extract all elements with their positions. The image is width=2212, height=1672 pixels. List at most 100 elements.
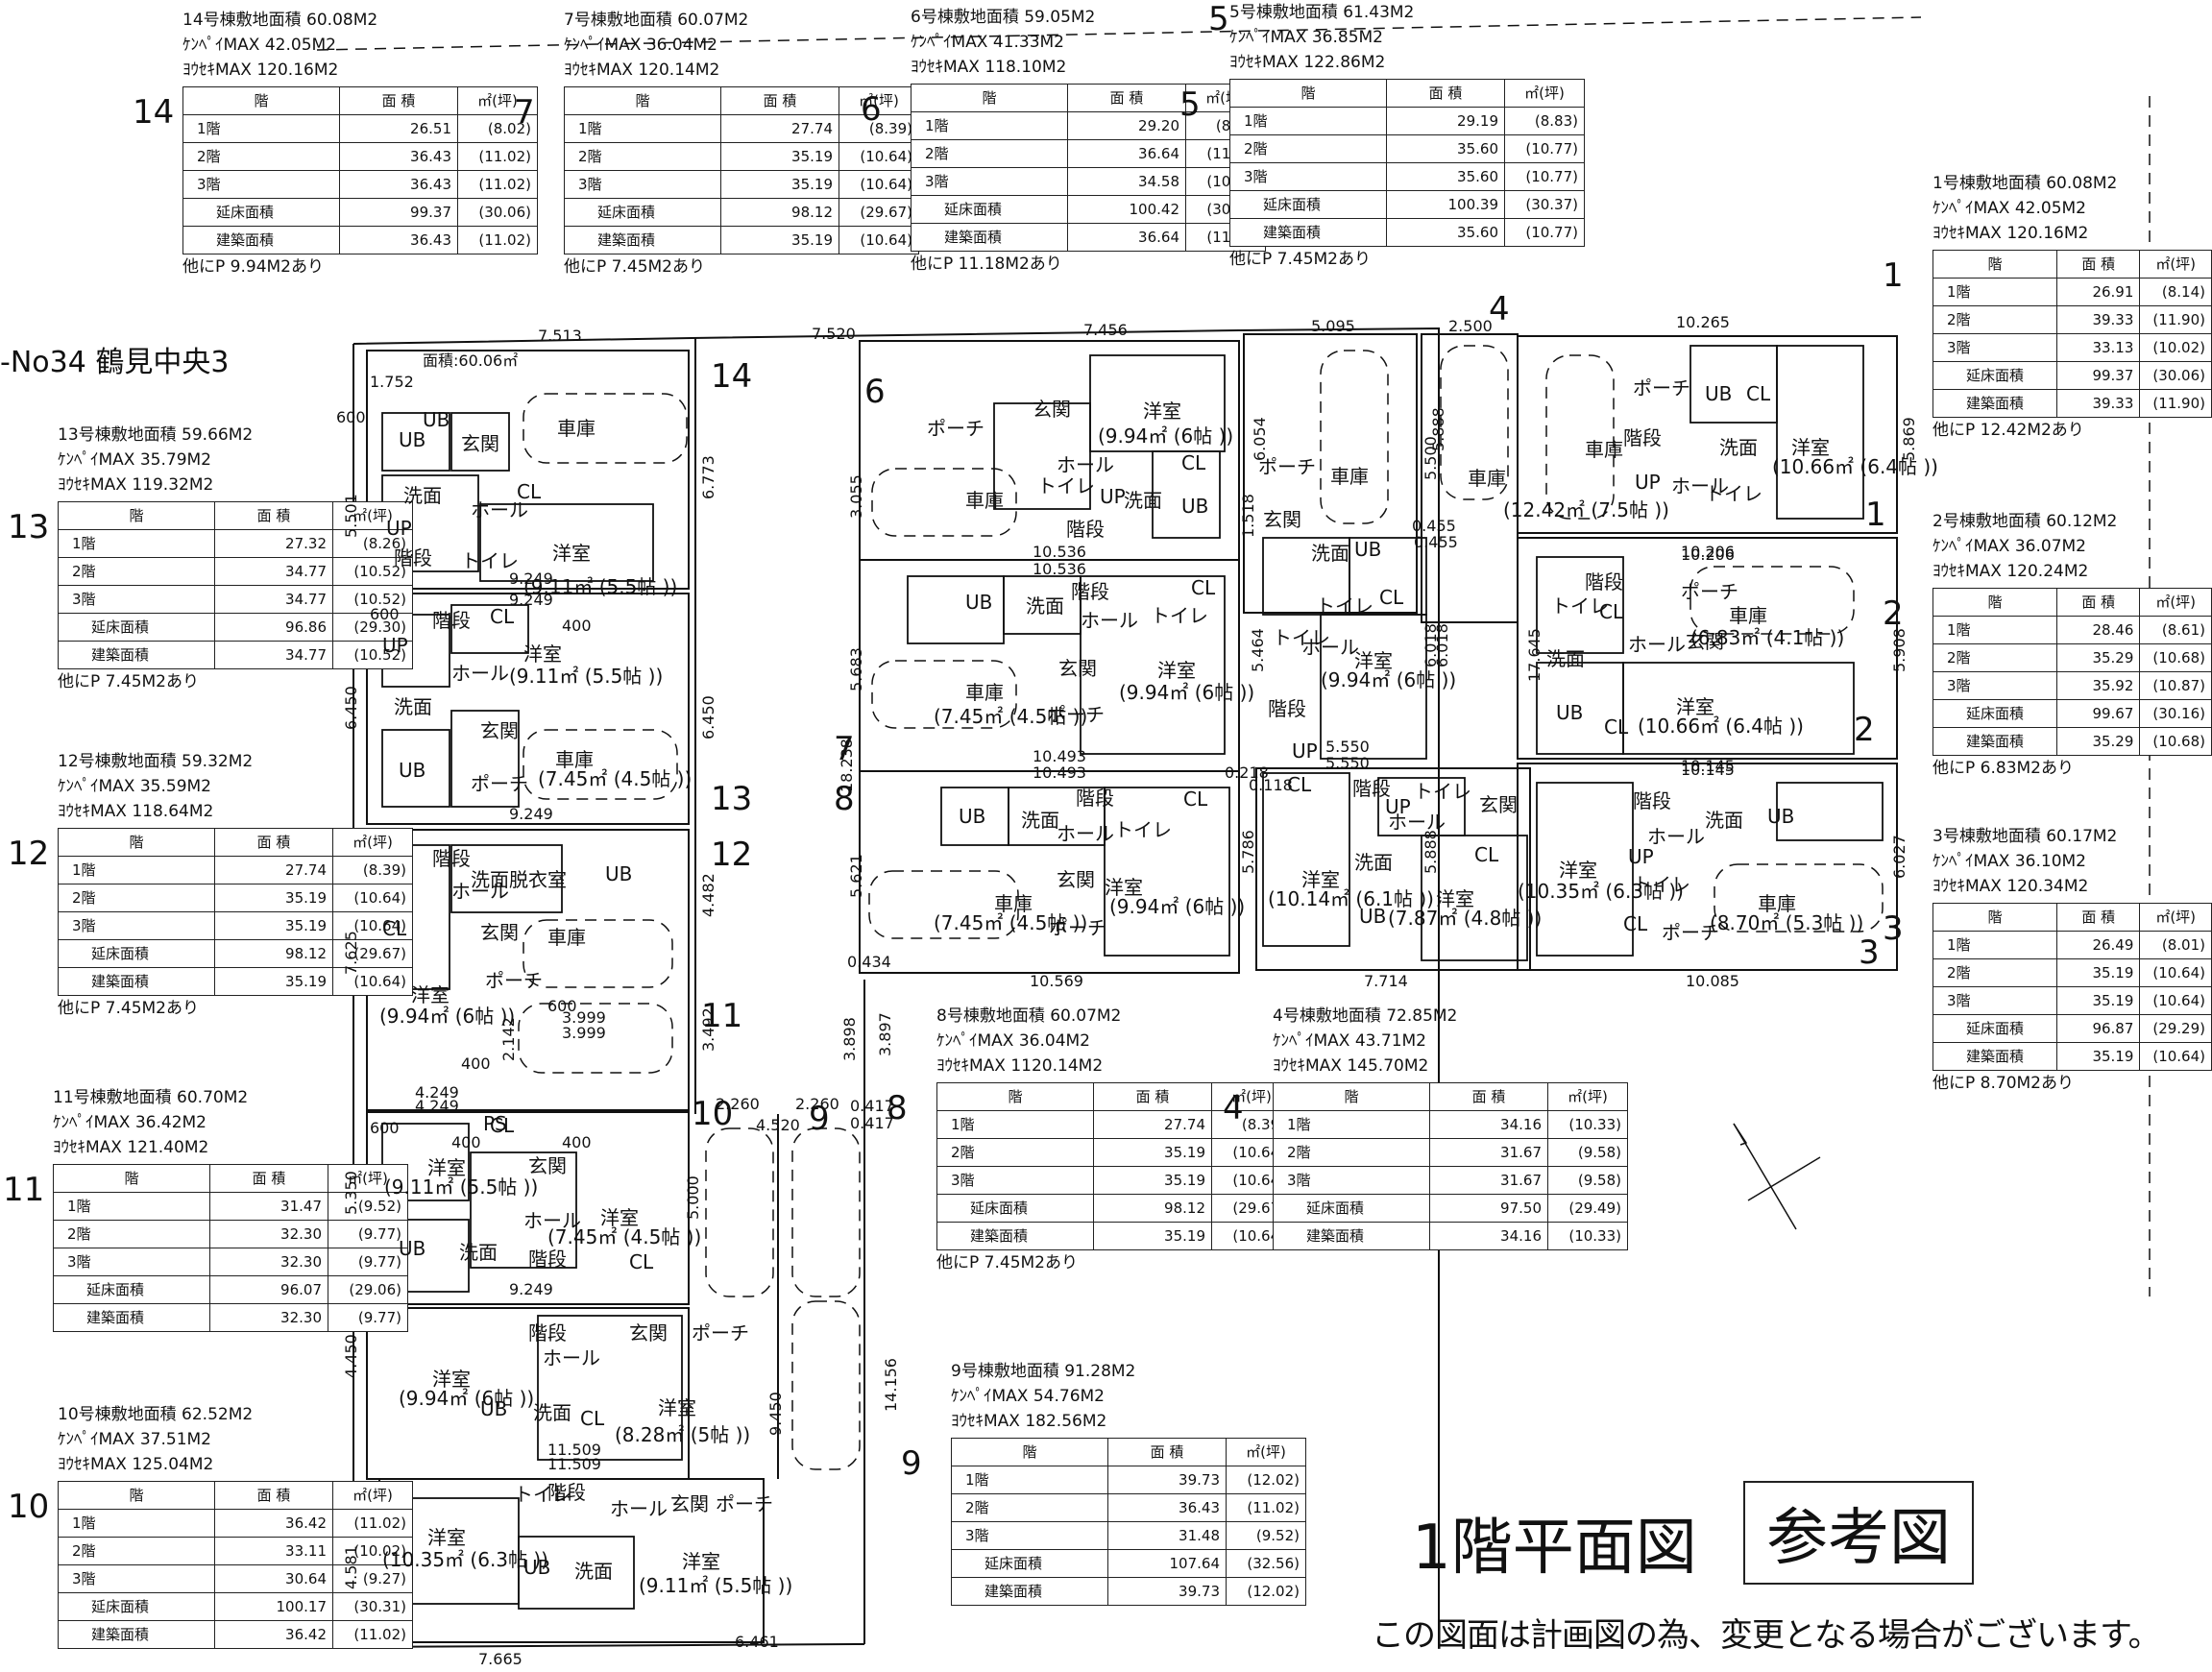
dimension-label: 1.752 — [370, 373, 414, 391]
dimension-label: 5.550 — [1325, 738, 1370, 756]
lot-site: 12号棟敷地面積 59.32M2 — [58, 752, 254, 771]
dimension-label: 9.249 — [509, 569, 553, 588]
room-label: UB — [399, 759, 426, 782]
room-label: 階段 — [1352, 777, 1391, 800]
table-cell: 2階 — [1273, 1138, 1430, 1167]
lot-other: 他にP 9.94M2あり — [182, 257, 324, 277]
table-cell: 96.87 — [2056, 1014, 2141, 1043]
room-label: UP — [382, 634, 408, 657]
dimension-label: 11.509 — [547, 1441, 601, 1459]
table-cell: 26.49 — [2056, 931, 2141, 959]
room-label: (9.94㎡ (6帖 )) — [1321, 668, 1457, 691]
table-cell: 1階 — [1932, 931, 2058, 959]
table-header-floor: 階 — [58, 501, 215, 530]
room-label: 階段 — [1076, 787, 1114, 810]
lot-yoseki: ﾖｳｾｷMAX 145.70M2 — [1273, 1056, 1429, 1076]
table-cell: (30.06) — [2139, 361, 2212, 390]
room-label: ホール — [471, 498, 528, 521]
table-header-area: 面 積 — [2056, 588, 2141, 617]
table-cell: 建築面積 — [182, 226, 340, 254]
room-label: ホール — [1057, 822, 1114, 845]
vertical-dimension-label: 17.645 — [1525, 628, 1544, 682]
dimension-label: 3.999 — [562, 1024, 606, 1042]
room-label: 洋室 — [432, 1368, 471, 1391]
room-label: 階段 — [1585, 570, 1623, 594]
table-cell: (11.02) — [332, 1620, 413, 1649]
room-label: (7.45㎡ (4.5帖 )) — [547, 1225, 702, 1248]
room-label: ホール — [1301, 636, 1359, 659]
room-label: 玄関 — [1263, 508, 1301, 531]
plan-lot-number: 13 — [711, 780, 753, 818]
room-label: 玄関 — [670, 1492, 709, 1515]
plan-lot-number: 2 — [1854, 711, 1875, 749]
table-cell: 35.19 — [1093, 1222, 1212, 1250]
room-label: (7.45㎡ (4.5帖 )) — [934, 705, 1088, 728]
room-label: ポーチ — [485, 969, 543, 992]
room-label: 玄関 — [528, 1154, 567, 1177]
lot-number: 7 — [514, 93, 535, 132]
table-cell: 延床面積 — [58, 1592, 215, 1621]
table-cell: 1階 — [53, 1192, 210, 1221]
dimension-label: 7.520 — [812, 325, 856, 343]
table-cell: 3階 — [911, 167, 1068, 196]
room-label: 玄関 — [1686, 630, 1724, 653]
table-header-floor: 階 — [1273, 1082, 1430, 1111]
table-cell: 34.77 — [214, 557, 333, 586]
table-header-floor: 階 — [182, 86, 340, 115]
room-label: (9.11㎡ (5.5帖 )) — [509, 665, 664, 688]
lot-other: 他にP 11.18M2あり — [911, 254, 1062, 274]
dimension-label: 10.569 — [1030, 972, 1083, 990]
dimension-label: 10.206 — [1681, 543, 1735, 561]
room-label: ポーチ — [692, 1321, 749, 1345]
room-label: CL — [517, 480, 542, 503]
room-label: 洋室 — [427, 1526, 466, 1549]
table-cell: (10.64) — [2139, 1042, 2212, 1071]
table-cell: (29.49) — [1547, 1194, 1628, 1223]
reference-label: 参考図 — [1743, 1481, 1974, 1585]
table-cell: 3階 — [182, 170, 340, 199]
lot-number: 1 — [1883, 256, 1904, 295]
room-label: 洗面 — [574, 1560, 613, 1583]
table-cell: 39.73 — [1107, 1466, 1227, 1494]
table-header-unit: ㎡(坪) — [457, 86, 538, 115]
room-label: ポーチ — [716, 1492, 773, 1515]
room-label: CL — [629, 1250, 654, 1273]
dimension-label: 400 — [461, 1054, 491, 1073]
table-cell: (30.37) — [1504, 190, 1585, 219]
room-label: UB — [1767, 805, 1795, 828]
dimension-label: 0.118 — [1249, 776, 1293, 794]
table-header-unit: ㎡(坪) — [2139, 588, 2212, 617]
table-cell: (30.16) — [2139, 699, 2212, 728]
room-label: 玄関 — [1057, 868, 1095, 891]
lot-site: 3号棟敷地面積 60.17M2 — [1932, 827, 2118, 846]
table-cell: (10.64) — [2139, 958, 2212, 987]
room-label: 階段 — [1268, 697, 1306, 720]
table-cell: 35.19 — [2056, 1042, 2141, 1071]
table-cell: 39.33 — [2056, 305, 2141, 334]
vertical-dimension-label: 9.450 — [766, 1392, 785, 1436]
room-label: トイレ — [1633, 873, 1690, 896]
table-cell: 3階 — [58, 1564, 215, 1593]
table-cell: (32.56) — [1226, 1549, 1306, 1578]
lot-yoseki: ﾖｳｾｷMAX 182.56M2 — [951, 1412, 1107, 1431]
table-cell: 36.64 — [1067, 139, 1186, 168]
table-header-area: 面 積 — [1107, 1438, 1227, 1466]
table-cell: (10.52) — [332, 641, 413, 669]
plan-lot-number: 3 — [1859, 933, 1880, 972]
room-label: ホール — [610, 1497, 668, 1520]
room-label: 車庫 — [557, 417, 596, 440]
lot-site: 11号棟敷地面積 60.70M2 — [53, 1088, 249, 1107]
dimension-label: 10.493 — [1033, 747, 1086, 765]
room-label: ポーチ — [927, 417, 984, 440]
plan-lot-number: 6 — [864, 373, 886, 411]
